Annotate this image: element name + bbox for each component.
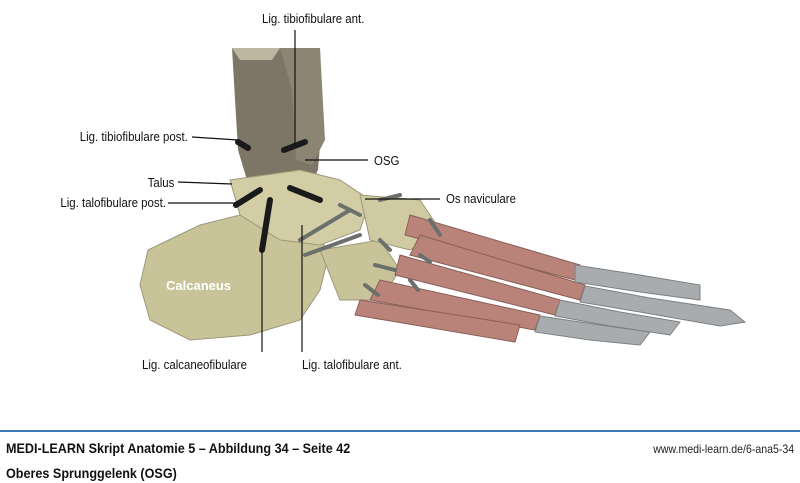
leader-lines <box>168 30 440 352</box>
label-talus: Talus <box>147 175 174 190</box>
footer-divider <box>0 430 800 432</box>
figure-caption: Oberes Sprunggelenk (OSG) <box>6 465 177 481</box>
label-lig-calcaneofibulare: Lig. calcaneofibulare <box>142 357 247 372</box>
label-lig-tibiofibulare-post: Lig. tibiofibulare post. <box>79 129 188 144</box>
tibia-fibula <box>232 48 325 210</box>
tarsal-bones <box>139 169 441 341</box>
label-lig-tibiofibulare-ant: Lig. tibiofibulare ant. <box>262 11 365 26</box>
minor-ligaments <box>298 193 442 297</box>
metatarsals <box>354 214 586 343</box>
label-lig-talofibulare-post: Lig. talofibulare post. <box>60 195 166 210</box>
foot-illustration <box>139 30 747 352</box>
footer-url: www.medi-learn.de/6-ana5-34 <box>653 442 794 456</box>
footer-title: MEDI-LEARN Skript Anatomie 5 – Abbildung… <box>6 440 351 456</box>
phalanges <box>534 264 747 346</box>
label-osg: OSG <box>374 153 400 168</box>
label-calcaneus: Calcaneus <box>166 278 232 293</box>
label-lig-talofibulare-ant: Lig. talofibulare ant. <box>302 357 402 372</box>
label-os-naviculare: Os naviculare <box>446 191 516 206</box>
